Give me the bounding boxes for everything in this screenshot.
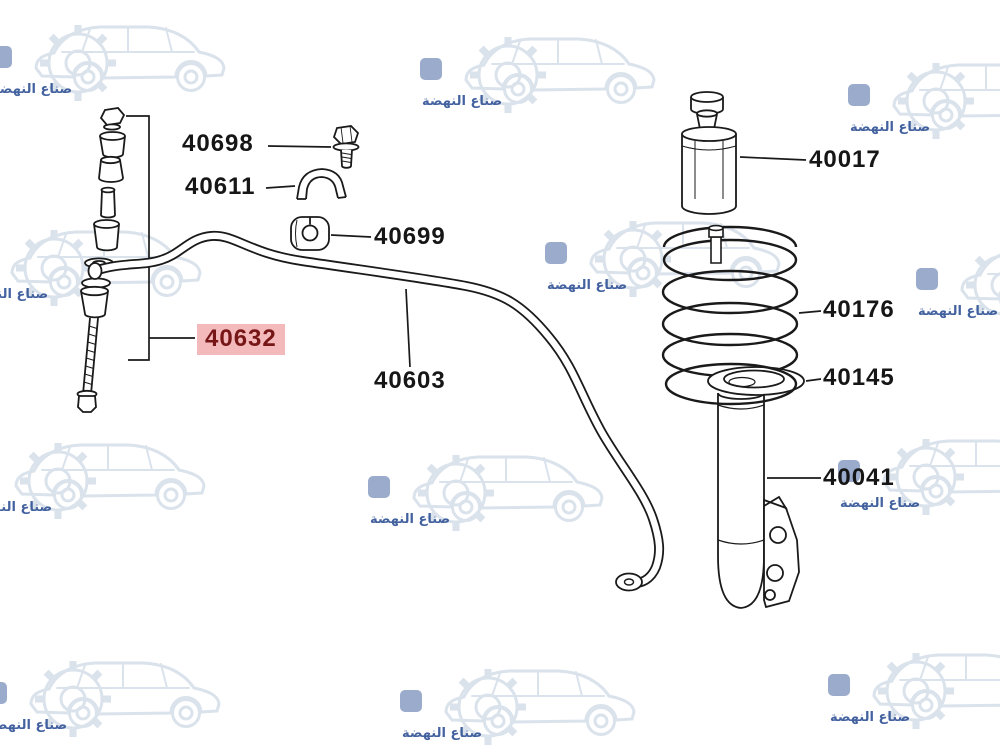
bolt-40698-drawing (267, 125, 360, 169)
part-label-40041[interactable]: 40041 (823, 464, 895, 491)
part-label-40145[interactable]: 40145 (823, 364, 895, 391)
leader-40145 (805, 378, 822, 382)
part-label-40603[interactable]: 40603 (374, 367, 446, 394)
boot-40017-drawing (681, 91, 807, 215)
leader-40611 (265, 185, 296, 189)
leader-40176 (798, 310, 822, 314)
leader-40699 (330, 234, 372, 238)
part-label-40632[interactable]: 40632 (197, 324, 285, 355)
part-label-40611[interactable]: 40611 (185, 173, 256, 200)
stabilizer-bar-40603-drawing (87, 230, 665, 592)
coil-spring-bottom-coil (664, 362, 798, 406)
strut-rod-drawing (708, 224, 724, 264)
part-label-40176[interactable]: 40176 (823, 296, 895, 323)
leader-40017 (739, 156, 807, 161)
coil-spring-40176-drawing (661, 225, 822, 378)
stabilizer-link-drawing (76, 107, 126, 413)
part-label-40699[interactable]: 40699 (374, 223, 446, 250)
part-label-40017[interactable]: 40017 (809, 146, 881, 173)
spring-seat-40145-drawing (707, 366, 822, 396)
bushing-40699-drawing (290, 216, 372, 251)
clamp-bracket-40611-drawing (265, 168, 347, 200)
leader-40603 (405, 288, 411, 368)
leader-40698 (267, 145, 332, 148)
part-label-40698[interactable]: 40698 (182, 130, 254, 157)
strut-40041-drawing (717, 392, 821, 609)
